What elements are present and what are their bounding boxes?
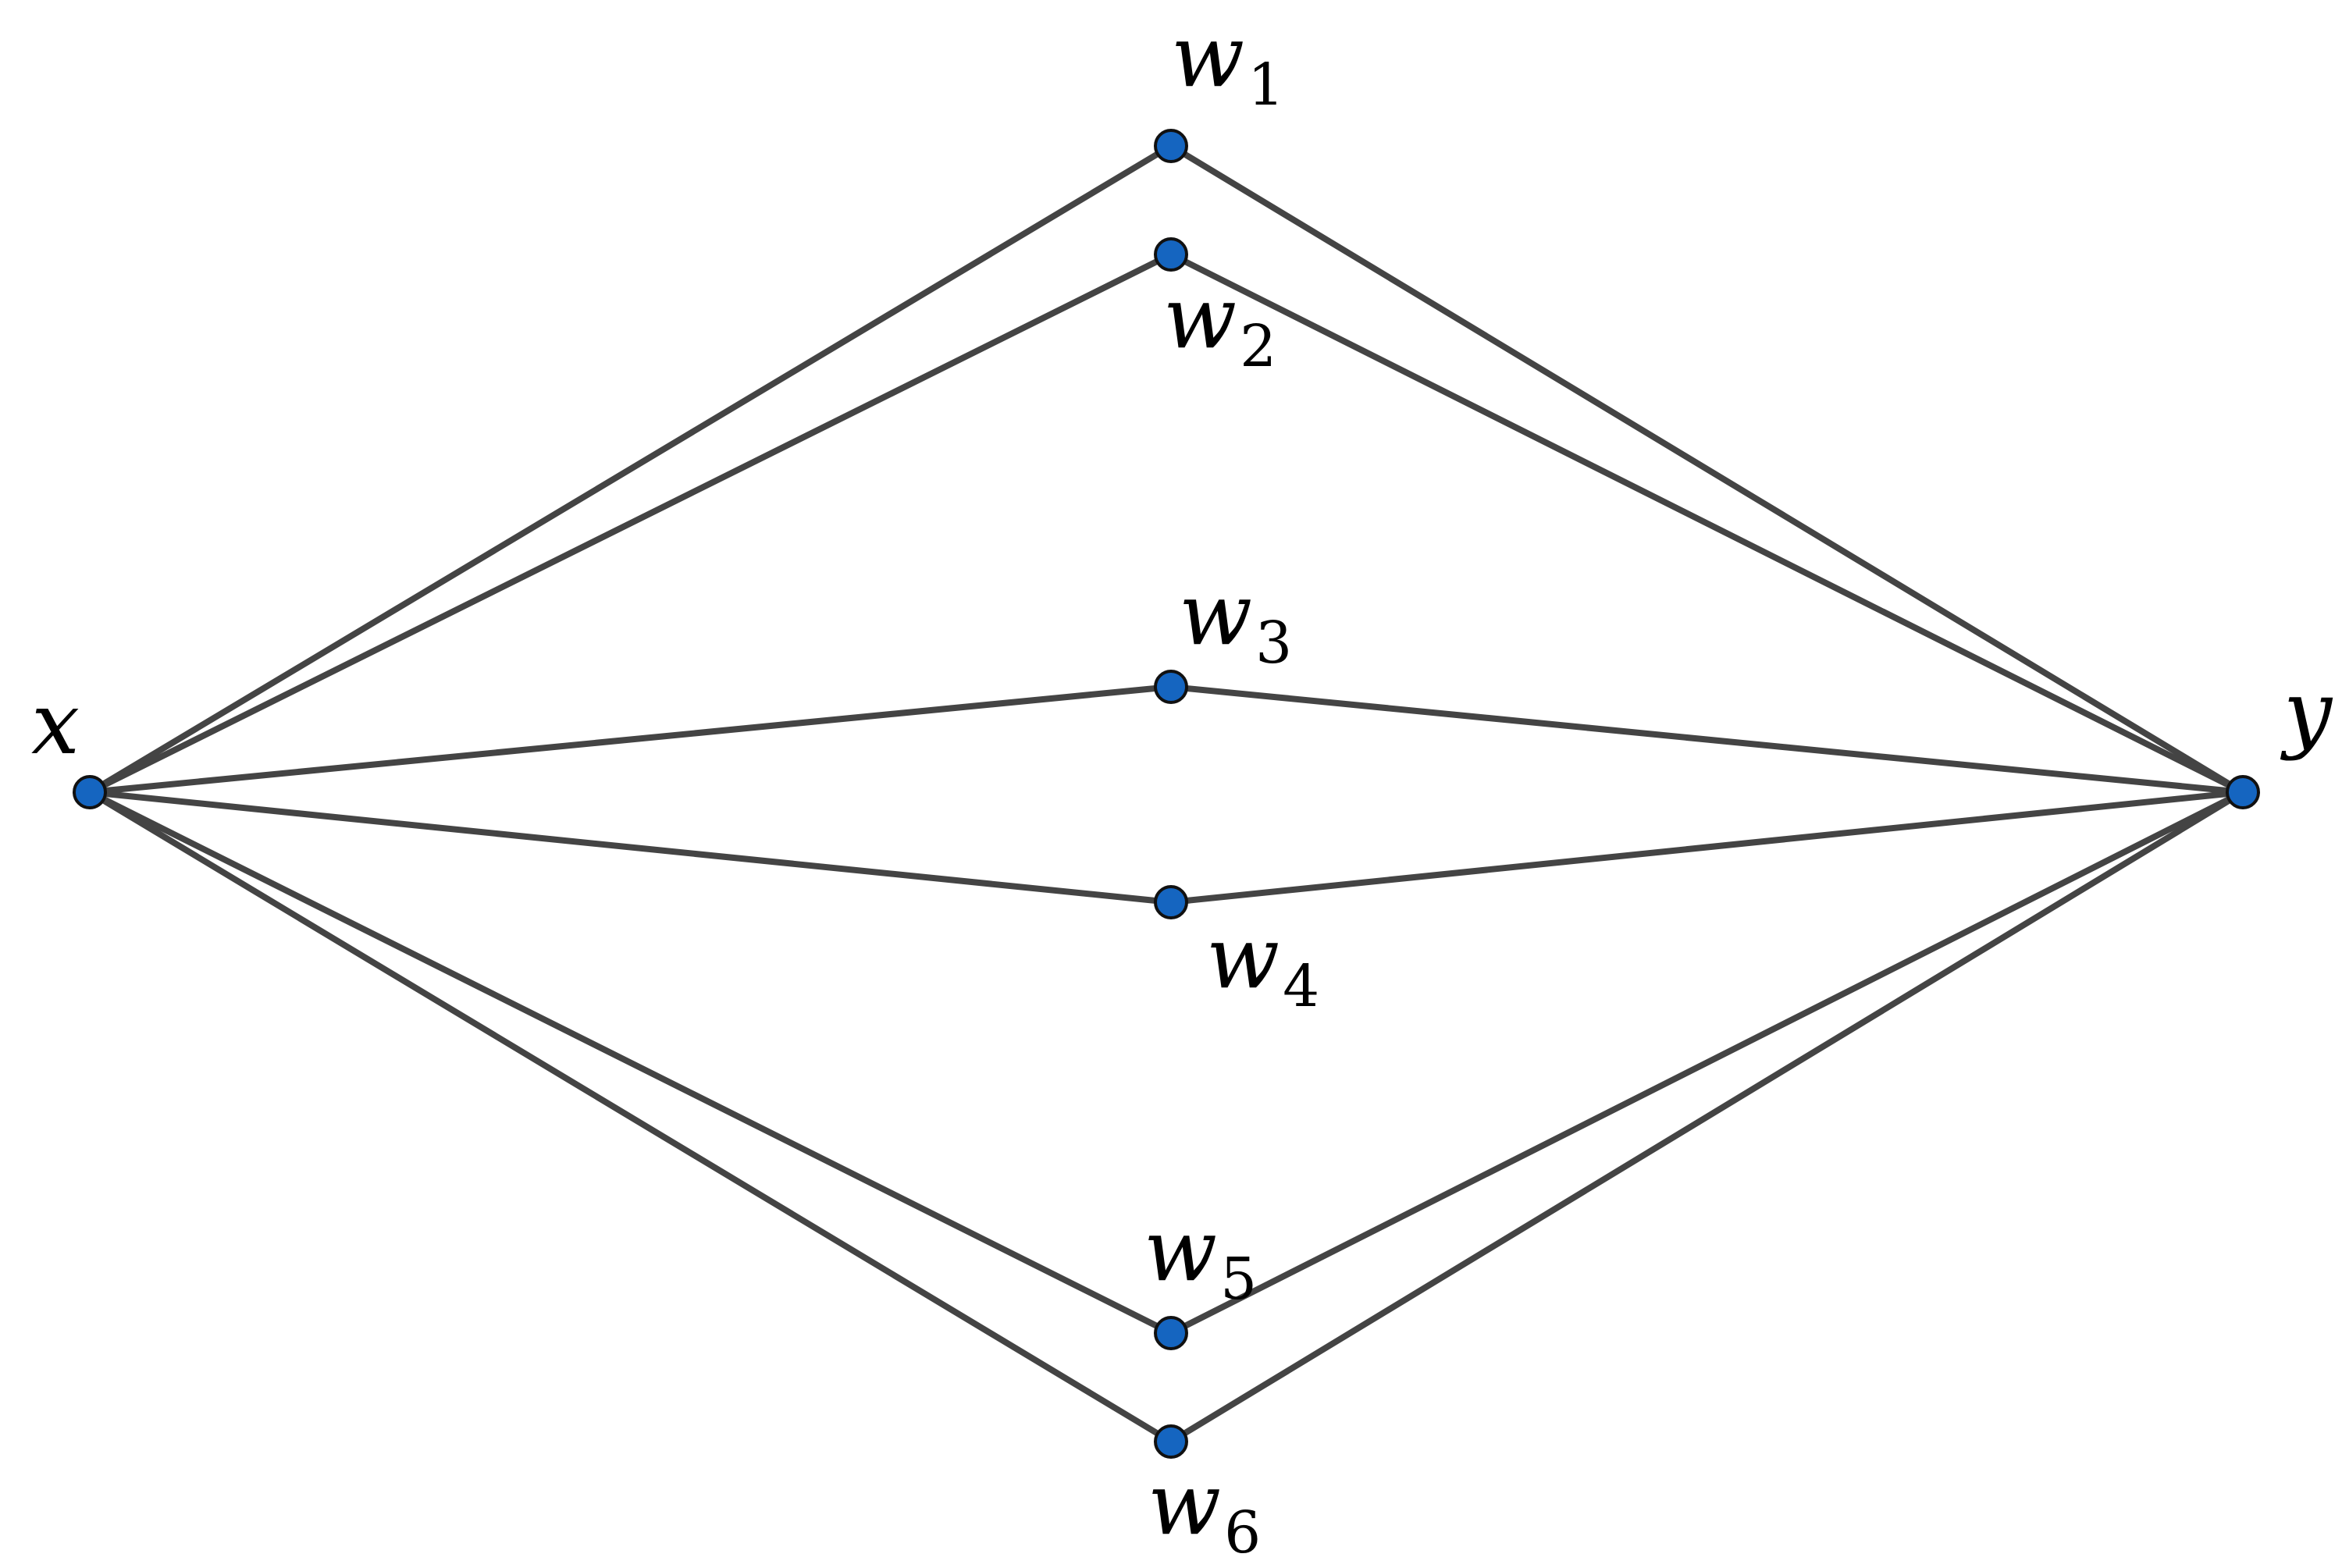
label-w6-subscript: 6: [1224, 1499, 1261, 1566]
edge-x-w2: [87, 251, 1174, 795]
edge-x-w5: [87, 789, 1174, 1336]
edge-w2-y: [1168, 251, 2246, 795]
node-w2: [1154, 237, 1188, 272]
node-w3: [1154, 670, 1188, 704]
edge-w1-y: [1168, 143, 2246, 795]
label-x: x: [31, 674, 80, 773]
edge-x-w3: [87, 684, 1174, 795]
label-y: y: [2280, 662, 2333, 762]
label-w5: w5: [1144, 1200, 1257, 1313]
edge-x-w6: [87, 789, 1174, 1445]
label-w1-subscript: 1: [1248, 52, 1284, 119]
node-y: [2226, 775, 2260, 809]
edge-w3-y: [1168, 684, 2246, 795]
label-w3-subscript: 3: [1255, 610, 1292, 677]
label-y-base: y: [2280, 662, 2333, 762]
node-w6: [1154, 1424, 1188, 1459]
label-w2: w2: [1163, 268, 1276, 380]
label-w5-base: w: [1144, 1200, 1217, 1300]
label-w5-subscript: 5: [1220, 1246, 1257, 1313]
label-w3: w3: [1179, 564, 1292, 677]
node-x: [73, 775, 107, 809]
nodes: [73, 129, 2260, 1459]
label-w3-base: w: [1179, 564, 1252, 664]
label-w4: w4: [1206, 908, 1319, 1020]
label-w4-base: w: [1206, 908, 1280, 1008]
label-w1: w1: [1171, 6, 1284, 119]
node-w4: [1154, 885, 1188, 919]
edge-w6-y: [1168, 789, 2246, 1445]
label-w6: w6: [1148, 1454, 1261, 1566]
label-w2-base: w: [1163, 268, 1237, 368]
node-w1: [1154, 129, 1188, 163]
edge-w5-y: [1168, 789, 2246, 1336]
label-w6-base: w: [1148, 1454, 1221, 1554]
edge-x-w4: [87, 789, 1174, 905]
edge-x-w1: [87, 143, 1174, 795]
node-w5: [1154, 1316, 1188, 1350]
edges: [87, 143, 2246, 1445]
label-w1-base: w: [1171, 6, 1244, 106]
label-w2-subscript: 2: [1240, 313, 1276, 380]
edge-w4-y: [1168, 789, 2246, 905]
label-x-base: x: [31, 674, 80, 773]
label-w4-subscript: 4: [1283, 953, 1319, 1020]
